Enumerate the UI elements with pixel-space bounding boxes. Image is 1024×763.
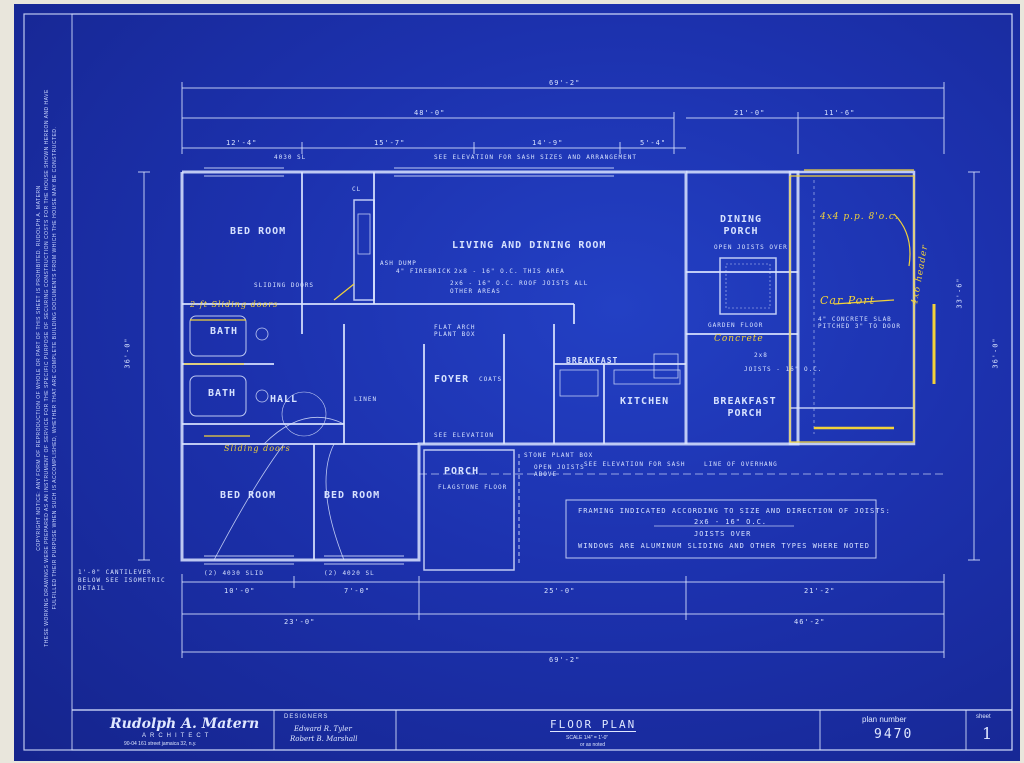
copyright-line-1: COPYRIGHT NOTICE: ANY FORM OF REPRODUCTI… [36,185,42,551]
label-breakfast-porch: BREAKFAST PORCH [713,396,777,419]
interior-walls [182,172,798,560]
note-line-of-overhang: LINE OF OVERHANG [704,461,778,468]
porch-outline [423,449,515,571]
sheet-number: 1 [982,724,993,743]
designer-2: Robert B. Marshall [290,735,358,743]
label-bath-1: BATH [210,326,239,337]
fireplace [353,199,375,301]
note-garden-floor: GARDEN FLOOR [708,322,764,329]
note-4030: 4030 SL [274,154,307,161]
note-see-elevation-sash: SEE ELEVATION FOR SASH [584,461,686,468]
sheet-label: sheet [976,714,991,720]
framing-note-box [565,499,877,559]
note-joists-roof: 2x6 - 16" O.C. ROOF JOISTS ALL OTHER ARE… [450,280,589,295]
architect-label: ARCHITECT [142,733,213,739]
note-firebrick: 4" FIREBRICK [396,268,452,275]
dim-21: 21'-0" [734,109,766,117]
framing-line-4: WINDOWS ARE ALUMINUM SLIDING AND OTHER T… [578,542,871,550]
note-concrete-slab: 4" CONCRETE SLAB PITCHED 3" TO DOOR [818,316,902,330]
label-foyer: FOYER [434,374,470,385]
windows [204,167,614,565]
pencil-concrete: Concrete [714,334,764,344]
note-ash-dump: ASH DUMP [380,260,417,267]
note-joists-breakfast: JOISTS - 16" O.C. [744,366,823,373]
garden-planter [719,257,777,315]
note-sliding-doors: SLIDING DOORS [254,282,314,289]
architect-signature: Rudolph A. Matern [110,716,260,732]
note-cantilever: 1'-0" CANTILEVER BELOW SEE ISOMETRIC DET… [78,569,166,592]
label-breakfast: BREAKFAST [566,356,619,365]
dim-bottom-10: 10'-0" [224,587,256,595]
drawing-title: FLOOR PLAN [550,718,637,732]
note-joists-area: 2x8 - 16" O.C. THIS AREA [454,268,565,275]
label-dining-porch: DINING PORCH [719,214,763,237]
dim-bottom-25: 25'-0" [544,587,576,595]
copyright-line-2: THESE WORKING DRAWINGS WERE PREPARED AS … [44,89,58,647]
dim-15: 15'-7" [374,139,406,147]
note-window-bottom-1: (2) 4030 SLID [204,570,264,577]
pencil-beam: 4x4 p.p. 8'o.c. [820,212,899,222]
label-bed-room-2: BED ROOM [220,490,277,501]
pencil-car-port: Car Port [820,294,875,307]
dim-right-33: 33'-6" [955,277,964,309]
label-closet: CL [352,186,362,193]
label-bed-room-1: BED ROOM [230,226,287,237]
pencil-sliding-doors: 2-ft Sliding doors [190,300,279,309]
door-swing-2 [325,443,345,561]
floor-plan-drawing [23,13,1013,751]
note-stone-plant-box: STONE PLANT BOX [524,452,594,459]
dim-overall-bottom: 69'-2" [549,656,581,664]
bathtub-1 [189,315,247,357]
plan-number: 9470 [874,727,914,742]
blueprint-sheet: COPYRIGHT NOTICE: ANY FORM OF REPRODUCTI… [14,4,1020,761]
designer-1: Edward R. Tyler [294,725,352,733]
door-swing-1 [213,443,285,561]
dim-right: 36'-0" [991,337,1000,369]
plan-number-label: plan number [862,715,907,724]
note-see-elevation: SEE ELEVATION [434,432,494,439]
kitchen-counter [613,369,681,385]
dim-bottom-21: 21'-2" [804,587,836,595]
drawing-scale-note: or as noted [580,742,606,748]
dim-bottom-23: 23'-0" [284,618,316,626]
note-dining-framing: 2x8 [754,352,768,359]
copyright-notice: COPYRIGHT NOTICE: ANY FORM OF REPRODUCTI… [35,83,59,653]
label-hall: HALL [270,394,299,405]
label-coats: COATS [479,376,503,383]
pencil-sliding-doors-2: Sliding doors [224,444,291,453]
dim-14: 14'-9" [532,139,564,147]
label-bath-2: BATH [208,388,237,399]
architect-address: 90-04 161 street jamaica 32, n.y. [124,741,197,747]
designers-label: DESIGNERS [284,714,329,720]
note-flat-arch: FLAT ARCH PLANT BOX [434,324,476,338]
breakfast-table [559,369,599,397]
dim-12: 12'-4" [226,139,258,147]
label-kitchen: KITCHEN [620,396,670,407]
framing-line-3: JOISTS OVER [694,530,752,538]
label-bed-room-3: BED ROOM [324,490,381,501]
note-flagstone: FLAGSTONE FLOOR [438,484,508,491]
inner-border [71,13,1013,751]
label-porch: PORCH [444,466,480,477]
label-living-dining: LIVING AND DINING ROOM [452,240,607,251]
dim-bottom-7: 7'-0" [344,587,371,595]
note-sash-elevation: SEE ELEVATION FOR SASH SIZES AND ARRANGE… [434,154,637,161]
pencil-markup [184,169,936,443]
framing-line-2: 2x6 - 16" O.C. [694,518,768,526]
dim-11: 11'-6" [824,109,856,117]
note-window-bottom-2: (2) 4020 SL [324,570,375,577]
dim-bottom-46: 46'-2" [794,618,826,626]
note-open-joists-above: OPEN JOISTS ABOVE [534,464,585,478]
bathtub-2 [189,375,247,417]
framing-line-1: FRAMING INDICATED ACCORDING TO SIZE AND … [578,507,891,515]
drawing-scale: SCALE 1/4" = 1'-0" [566,735,609,741]
note-open-joists-over: OPEN JOISTS OVER [714,244,788,251]
dim-left: 36'-0" [123,337,132,369]
dim-overall-top: 69'-2" [549,79,581,87]
dim-48: 48'-0" [414,109,446,117]
dim-5: 5'-4" [640,139,667,147]
sheet-border [23,13,1013,751]
label-linen: LINEN [354,396,378,403]
